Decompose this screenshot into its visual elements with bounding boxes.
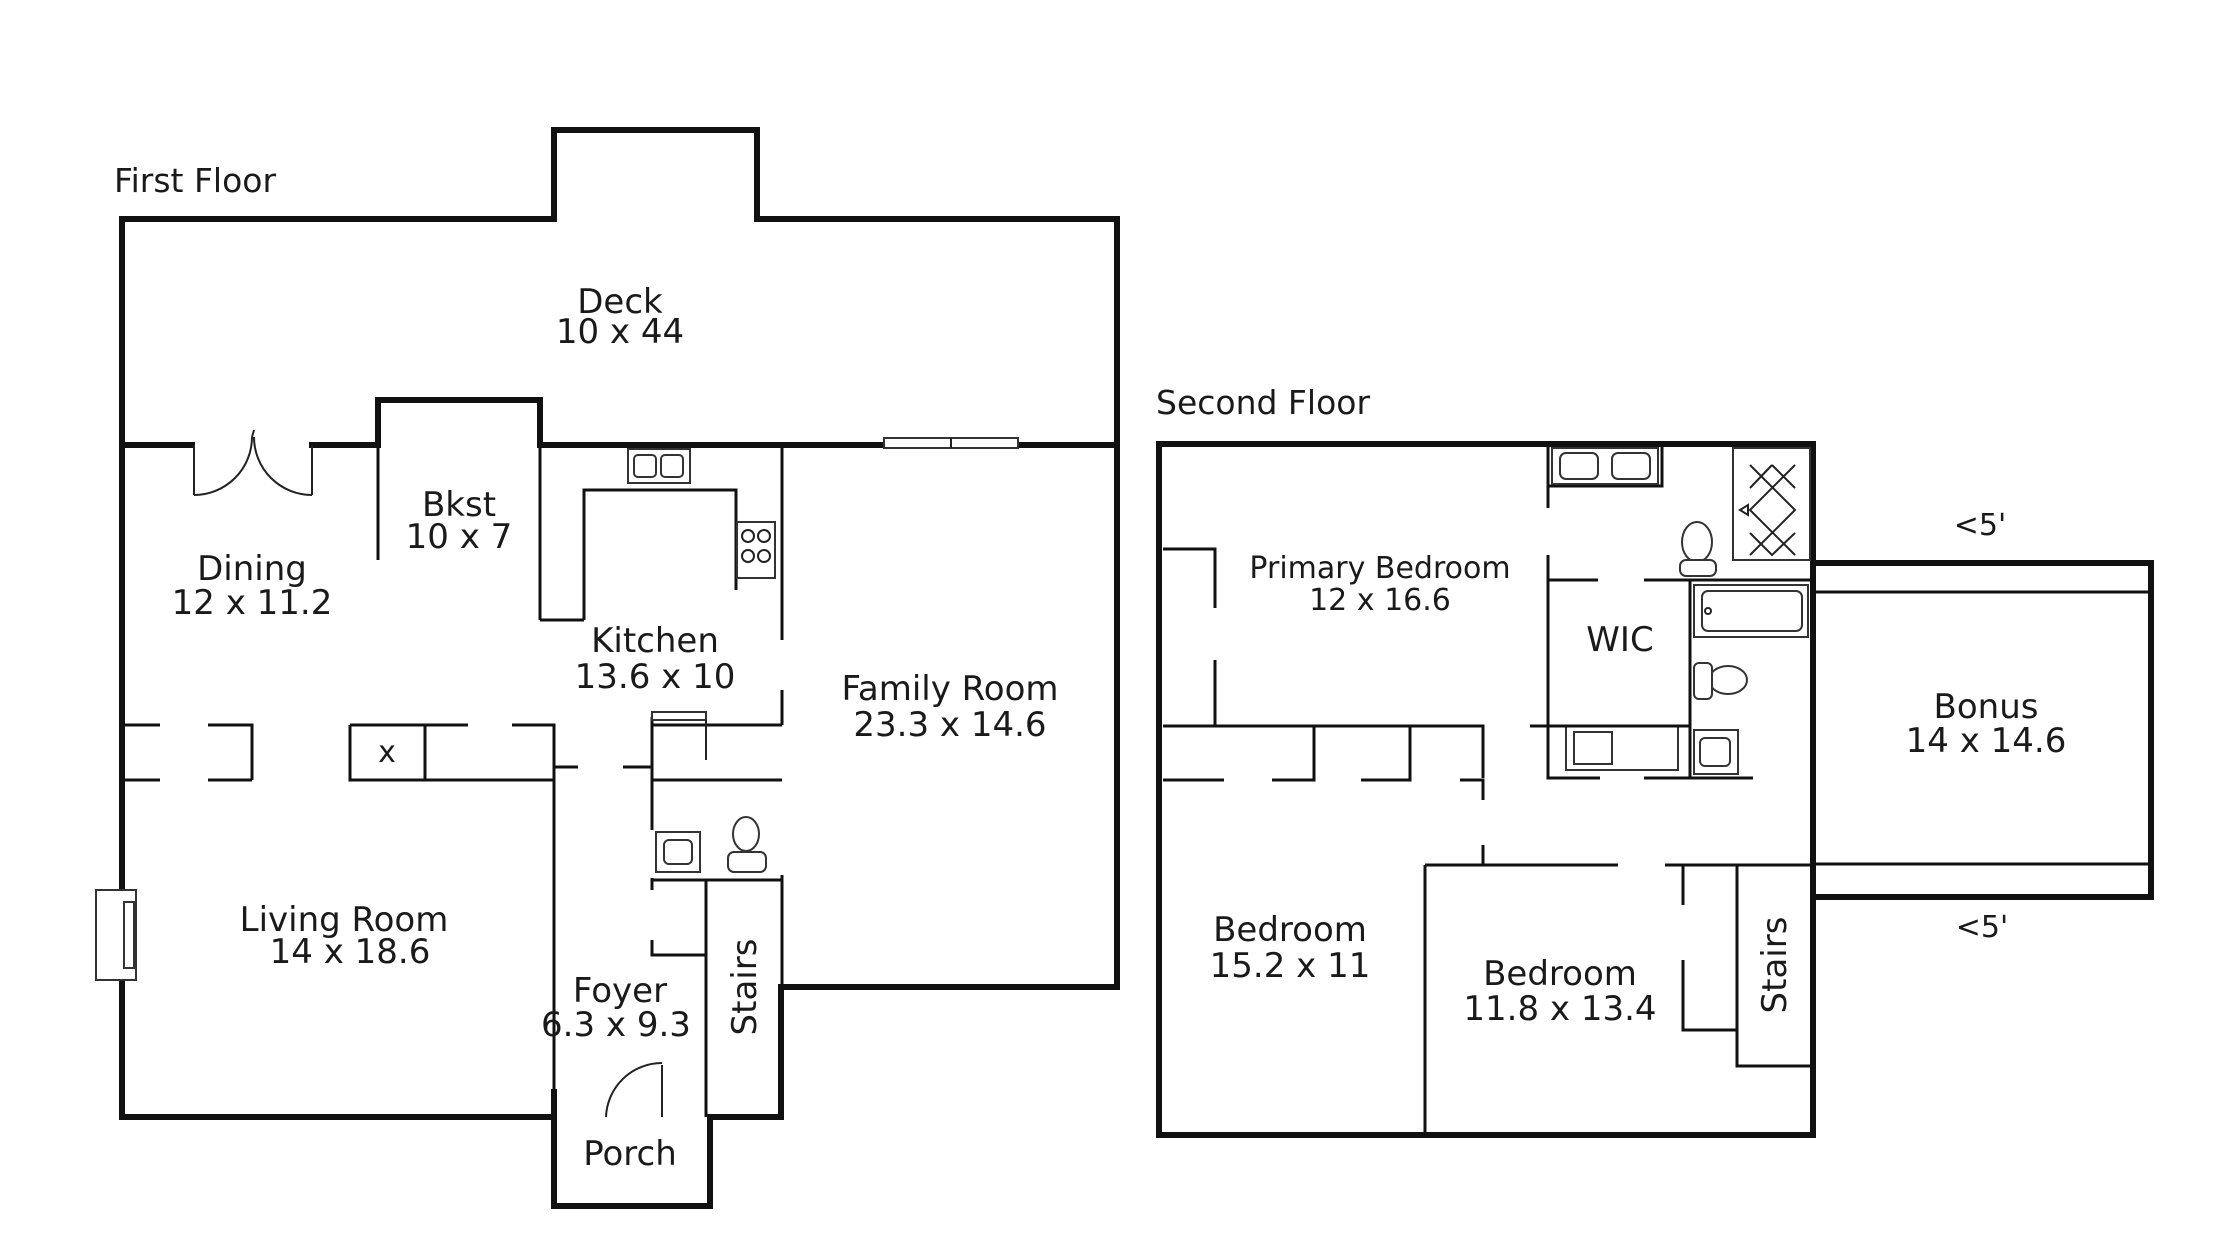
marker-label: x [378,735,396,770]
bedroom-1-dimensions: 15.2 x 11 [1210,946,1371,986]
deck-label: Deck [577,282,663,322]
hall-bath-sink-icon [1693,729,1739,775]
low-ceiling-note-bottom: <5' [1956,910,2008,945]
second-floor: Second Floor [1156,383,2154,1138]
bedroom-1-label: Bedroom [1213,910,1367,950]
wic-wall [1644,578,1692,780]
kitchen-sink-icon [627,448,691,484]
front-door [605,1062,663,1118]
first-floor-title: First Floor [114,161,276,200]
foyer-dimensions: 6.3 x 9.3 [541,1005,691,1045]
bkst-dimensions: 10 x 7 [406,517,513,557]
kitchen-label: Kitchen [591,621,719,661]
bedroom-2-dimensions: 11.8 x 13.4 [1463,989,1656,1029]
dining-label: Dining [197,549,307,589]
kitchen-island [582,488,738,620]
dining-dimensions: 12 x 11.2 [172,583,333,623]
primary-bedroom-label: Primary Bedroom [1249,551,1510,586]
hall-wall [348,725,427,782]
house-back-wall [309,397,893,448]
hall-wall [1272,726,1316,782]
bkst-label: Bkst [422,485,496,525]
hall-wall [1460,778,1485,800]
second-floor-title: Second Floor [1156,383,1370,422]
half-bath-sink-icon [655,831,701,873]
wic-label: WIC [1586,620,1653,660]
deck-outline [119,216,557,1120]
hall-wall [1361,726,1412,782]
french-door [193,429,313,496]
second-floor-outline [1156,441,1816,1138]
bonus-outline [1810,560,2154,900]
living-room-label: Living Room [240,900,449,940]
bedroom-2-label: Bedroom [1483,954,1637,994]
kitchen-dimensions: 13.6 x 10 [575,657,736,697]
bonus-dimensions: 14 x 14.6 [1906,721,2067,761]
porch-outline [551,1089,713,1209]
shower-icon [1732,447,1811,561]
living-room-dimensions: 14 x 18.6 [270,932,431,972]
hall-wall [1163,724,1485,778]
porch-label: Porch [583,1134,677,1174]
second-floor-stairs-label: Stairs [1755,917,1795,1014]
foyer-label: Foyer [573,971,667,1011]
half-bath-toilet-icon [727,816,767,873]
bonus-label: Bonus [1934,687,2039,727]
primary-bedroom-dimensions: 12 x 16.6 [1309,583,1451,618]
range-icon [736,521,776,579]
hall-wall [208,723,254,780]
fireplace-icon [95,889,137,981]
primary-toilet-icon [1679,521,1717,577]
family-room-dimensions: 23.3 x 14.6 [853,705,1046,745]
bathtub-icon [1693,584,1809,638]
first-floor-stairs-label: Stairs [725,939,765,1036]
deck-dimensions: 10 x 44 [556,312,684,352]
first-floor: First Floor [95,127,1120,1209]
family-room-label: Family Room [841,669,1058,709]
primary-bath-sink-icon [1551,447,1659,485]
wic-wall [1546,555,1600,780]
primary-closet-wall [1163,547,1217,608]
stairs-wall [1735,865,1813,1068]
half-bath-wall [650,940,706,957]
pantry-shelf [651,711,707,721]
low-ceiling-note-top: <5' [1954,508,2006,543]
closet-wall [1681,960,1737,1032]
laundry-counter-icon [1565,725,1679,771]
hall-bath-toilet-icon [1693,662,1748,700]
primary-bath-wall [1548,444,1664,488]
